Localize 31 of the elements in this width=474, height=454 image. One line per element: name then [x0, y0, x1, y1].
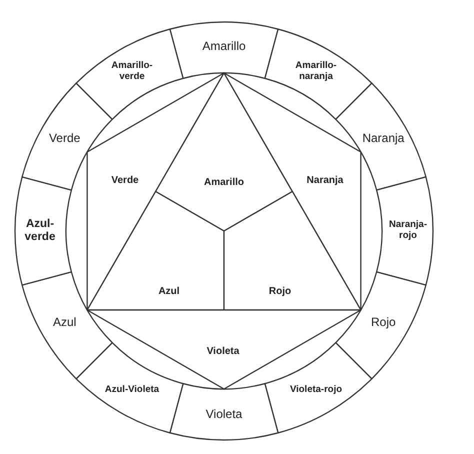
color-label: Naranja: [306, 175, 344, 187]
ring-segment: [376, 176, 434, 286]
color-label: Naranja-rojo: [388, 220, 428, 242]
ring-segment: [264, 28, 372, 120]
ring-segment: [76, 28, 184, 120]
ring-segment: [335, 271, 426, 380]
color-label: Amarillo-naranja: [294, 60, 338, 83]
color-region: [86, 190, 225, 311]
color-label: Azul-verde: [24, 218, 56, 244]
color-label: Rojo: [371, 316, 396, 330]
color-label: Violeta: [206, 408, 242, 422]
color-label: Violeta-rojo: [290, 384, 342, 396]
ring-segment: [76, 342, 184, 434]
color-label: Amarillo: [204, 177, 244, 189]
color-label: Rojo: [268, 286, 292, 298]
ring-segment: [169, 383, 279, 440]
color-label: Amarillo: [202, 40, 246, 54]
ring-segment: [169, 22, 279, 79]
color-label: Amarillo-verde: [110, 60, 154, 83]
color-label: Verde: [111, 175, 139, 187]
color-label: Azul-Violeta: [104, 384, 160, 396]
color-label: Violeta: [206, 346, 240, 358]
ring-segment: [22, 271, 113, 380]
color-region: [223, 190, 362, 311]
ring-segment: [264, 342, 372, 434]
ring-segment: [22, 82, 113, 191]
color-label: Azul: [158, 286, 180, 298]
color-label: Naranja: [362, 132, 404, 146]
color-label: Verde: [48, 132, 80, 146]
color-label: Azul: [52, 316, 76, 330]
ring-segment: [14, 176, 72, 286]
